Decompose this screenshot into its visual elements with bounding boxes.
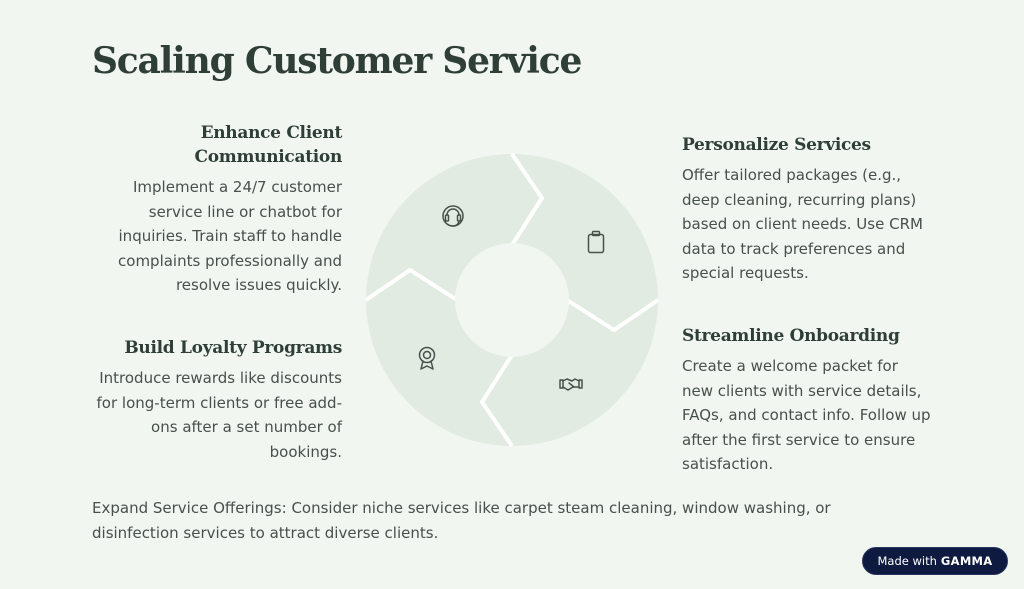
page-title: Scaling Customer Service [92,40,582,82]
cycle-segment-top-right [512,154,658,330]
award-icon [418,346,436,370]
cycle-diagram [364,152,660,448]
cycle-segment-top-left [366,154,542,300]
enhance-communication-heading: Enhance Client Communication [194,123,343,167]
loyalty-programs-block: Build Loyalty Programs Introduce rewards… [92,336,343,464]
loyalty-programs-text: Introduce rewards like discounts for lon… [96,369,342,461]
handshake-icon [559,378,583,391]
loyalty-programs-heading: Build Loyalty Programs [124,338,342,358]
streamline-onboarding-text: Create a welcome packet for new clients … [682,357,931,473]
enhance-communication-text: Implement a 24/7 customer service line o… [118,178,342,294]
badge-prefix: Made with [877,554,937,568]
expand-offerings-text: Expand Service Offerings: Consider niche… [92,499,831,542]
streamline-onboarding-block: Streamline Onboarding Create a welcome p… [682,324,932,477]
cycle-segment-bottom-right [482,300,658,446]
streamline-onboarding-heading: Streamline Onboarding [682,326,900,346]
cycle-center [455,243,569,357]
made-with-gamma-badge[interactable]: Made with GAMMA [862,547,1008,575]
personalize-services-heading: Personalize Services [682,135,871,155]
gamma-logo-text: GAMMA [940,554,993,568]
clipboard-icon [587,230,605,254]
enhance-communication-block: Enhance Client Communication Implement a… [92,121,342,298]
headset-icon [442,205,464,227]
personalize-services-block: Personalize Services Offer tailored pack… [682,133,932,286]
personalize-services-text: Offer tailored packages (e.g., deep clea… [682,166,923,282]
cycle-segment-bottom-left [366,270,512,446]
cycle-dividers [364,152,660,448]
